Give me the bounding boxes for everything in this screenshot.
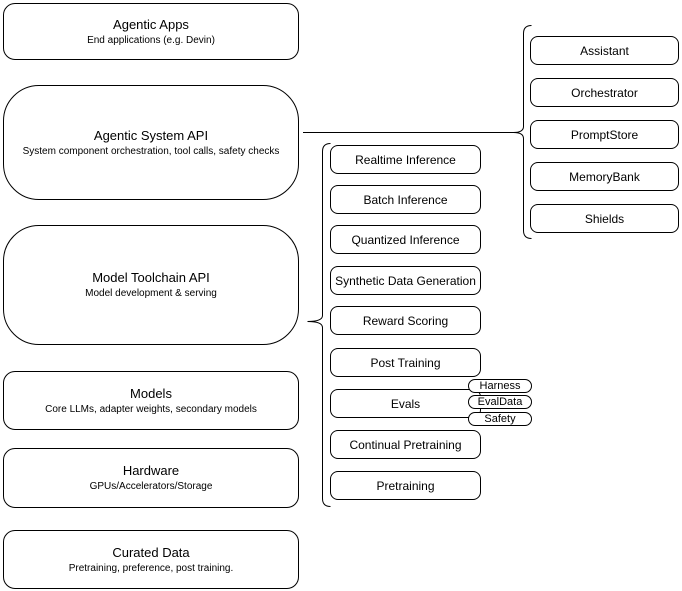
node-subtitle: Model development & serving <box>85 288 217 299</box>
node-curated-data: Curated Data Pretraining, preference, po… <box>3 530 299 589</box>
system-component-orchestrator: Orchestrator <box>530 78 679 107</box>
system-component-promptstore: PromptStore <box>530 120 679 149</box>
toolchain-item-pretraining: Pretraining <box>330 471 481 500</box>
node-subtitle: Pretraining, preference, post training. <box>68 562 234 574</box>
toolchain-item-reward-scoring: Reward Scoring <box>330 306 481 335</box>
system-component-memorybank: MemoryBank <box>530 162 679 191</box>
node-title: Agentic Apps <box>113 16 189 32</box>
system-component-shields: Shields <box>530 204 679 233</box>
toolchain-item-evals: Evals <box>330 389 481 418</box>
eval-tag-evaldata: EvalData <box>468 395 532 409</box>
node-title: Agentic System API <box>93 127 209 143</box>
toolchain-item-post-training: Post Training <box>330 348 481 377</box>
node-agentic-system-api: Agentic System API System component orch… <box>3 85 299 200</box>
toolchain-item-batch-inference: Batch Inference <box>330 185 481 214</box>
eval-tag-harness: Harness <box>468 379 532 393</box>
toolchain-item-continual-pretraining: Continual Pretraining <box>330 430 481 459</box>
node-agentic-apps: Agentic Apps End applications (e.g. Devi… <box>3 3 299 60</box>
toolchain-brace <box>307 143 331 507</box>
node-title: Model Toolchain API <box>92 270 210 285</box>
toolchain-item-synthetic-data-generation: Synthetic Data Generation <box>330 266 481 295</box>
node-subtitle: Core LLMs, adapter weights, secondary mo… <box>45 403 257 415</box>
node-title: Curated Data <box>112 544 190 560</box>
node-model-toolchain-api: Model Toolchain API Model development & … <box>3 225 299 345</box>
node-models: Models Core LLMs, adapter weights, secon… <box>3 371 299 430</box>
system-component-assistant: Assistant <box>530 36 679 65</box>
node-hardware: Hardware GPUs/Accelerators/Storage <box>3 448 299 508</box>
toolchain-item-quantized-inference: Quantized Inference <box>330 225 481 254</box>
toolchain-item-realtime-inference: Realtime Inference <box>330 145 481 174</box>
eval-tag-safety: Safety <box>468 412 532 426</box>
node-subtitle: End applications (e.g. Devin) <box>87 34 215 46</box>
node-title: Models <box>130 385 172 401</box>
node-title: Hardware <box>122 463 180 478</box>
node-subtitle: System component orchestration, tool cal… <box>22 145 280 157</box>
node-subtitle: GPUs/Accelerators/Storage <box>89 481 213 492</box>
system-components-brace <box>513 25 532 239</box>
